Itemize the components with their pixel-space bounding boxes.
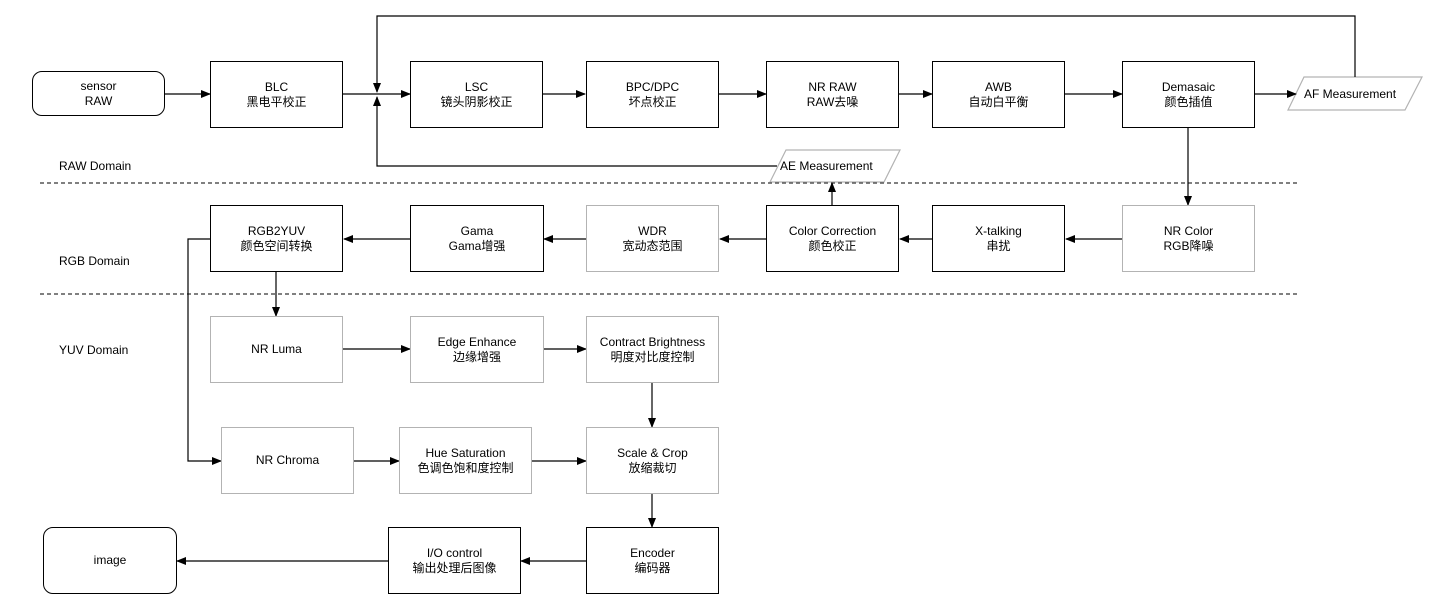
image-output-node: image bbox=[43, 527, 177, 594]
node-subtitle: 色调色饱和度控制 bbox=[417, 460, 514, 475]
node-subtitle: 自动白平衡 bbox=[968, 94, 1029, 109]
io-control-node: I/O control 输出处理后图像 bbox=[388, 527, 521, 594]
node-title: sensor bbox=[80, 78, 117, 93]
node-title: NR RAW bbox=[808, 79, 857, 94]
nr-color-node: NR Color RGB降噪 bbox=[1122, 205, 1255, 272]
node-title: BPC/DPC bbox=[625, 79, 680, 94]
node-title: RGB2YUV bbox=[247, 223, 306, 238]
node-subtitle: 串扰 bbox=[986, 238, 1011, 253]
blc-node: BLC 黑电平校正 bbox=[210, 61, 343, 128]
node-title: Hue Saturation bbox=[425, 445, 506, 460]
awb-node: AWB 自动白平衡 bbox=[932, 61, 1065, 128]
nr-luma-node: NR Luma bbox=[210, 316, 343, 383]
nr-chroma-node: NR Chroma bbox=[221, 427, 354, 494]
node-title: LSC bbox=[464, 79, 489, 94]
node-title: BLC bbox=[264, 79, 289, 94]
node-subtitle: 坏点校正 bbox=[628, 94, 677, 109]
node-subtitle: 边缘增强 bbox=[452, 349, 501, 364]
gama-node: Gama Gama增强 bbox=[410, 205, 544, 272]
node-subtitle: RAW去噪 bbox=[806, 94, 859, 109]
node-title: Edge Enhance bbox=[437, 334, 517, 349]
color-correction-node: Color Correction 颜色校正 bbox=[766, 205, 899, 272]
sensor-raw-node: sensor RAW bbox=[32, 71, 165, 116]
node-subtitle: RAW bbox=[84, 93, 113, 108]
node-subtitle: 黑电平校正 bbox=[246, 94, 307, 109]
ae-measurement-label: AE Measurement bbox=[780, 159, 873, 173]
yuv-domain-label: YUV Domain bbox=[59, 343, 129, 357]
ae-measurement-shape bbox=[769, 149, 901, 183]
node-subtitle: 颜色空间转换 bbox=[240, 238, 313, 253]
node-subtitle: 明度对比度控制 bbox=[610, 349, 695, 364]
af-measurement-shape bbox=[1287, 76, 1423, 111]
node-title: Gama bbox=[460, 223, 494, 238]
node-subtitle: 编码器 bbox=[634, 560, 671, 575]
node-title: image bbox=[93, 553, 127, 567]
node-title: X-talking bbox=[975, 223, 1022, 238]
edge-enhance-node: Edge Enhance 边缘增强 bbox=[410, 316, 544, 383]
node-subtitle: 颜色插值 bbox=[1164, 94, 1213, 109]
arrow-af-feedback bbox=[373, 15, 1356, 93]
node-subtitle: 放缩裁切 bbox=[628, 460, 677, 475]
node-title: AWB bbox=[985, 79, 1012, 94]
node-subtitle: Gama增强 bbox=[448, 238, 506, 253]
node-title: Encoder bbox=[630, 545, 675, 560]
node-title: NR Chroma bbox=[255, 453, 320, 467]
x-talking-node: X-talking 串扰 bbox=[932, 205, 1065, 272]
node-title: NR Luma bbox=[251, 342, 302, 356]
node-subtitle: 宽动态范围 bbox=[622, 238, 683, 253]
arrow-rgb2yuv-nrchroma bbox=[187, 238, 222, 465]
bpc-dpc-node: BPC/DPC 坏点校正 bbox=[586, 61, 719, 128]
encoder-node: Encoder 编码器 bbox=[586, 527, 719, 594]
node-title: WDR bbox=[638, 223, 667, 238]
node-title: Demasaic bbox=[1161, 79, 1216, 94]
lsc-node: LSC 镜头阴影校正 bbox=[410, 61, 543, 128]
demosaic-node: Demasaic 颜色插值 bbox=[1122, 61, 1255, 128]
node-subtitle: 颜色校正 bbox=[808, 238, 857, 253]
node-subtitle: RGB降噪 bbox=[1163, 238, 1214, 253]
arrow-ae-feedback bbox=[373, 96, 777, 167]
rgb-domain-label: RGB Domain bbox=[59, 254, 130, 268]
wdr-node: WDR 宽动态范围 bbox=[586, 205, 719, 272]
raw-domain-label: RAW Domain bbox=[59, 159, 132, 173]
hue-saturation-node: Hue Saturation 色调色饱和度控制 bbox=[399, 427, 532, 494]
contrast-brightness-node: Contract Brightness 明度对比度控制 bbox=[586, 316, 719, 383]
af-measurement-label: AF Measurement bbox=[1304, 87, 1397, 101]
node-title: Scale & Crop bbox=[617, 445, 688, 460]
node-title: Color Correction bbox=[788, 223, 877, 238]
scale-crop-node: Scale & Crop 放缩裁切 bbox=[586, 427, 719, 494]
node-subtitle: 镜头阴影校正 bbox=[440, 94, 513, 109]
node-subtitle: 输出处理后图像 bbox=[412, 560, 497, 575]
node-title: Contract Brightness bbox=[599, 334, 706, 349]
node-title: NR Color bbox=[1163, 223, 1214, 238]
nr-raw-node: NR RAW RAW去噪 bbox=[766, 61, 899, 128]
node-title: I/O control bbox=[426, 545, 483, 560]
rgb2yuv-node: RGB2YUV 颜色空间转换 bbox=[210, 205, 343, 272]
